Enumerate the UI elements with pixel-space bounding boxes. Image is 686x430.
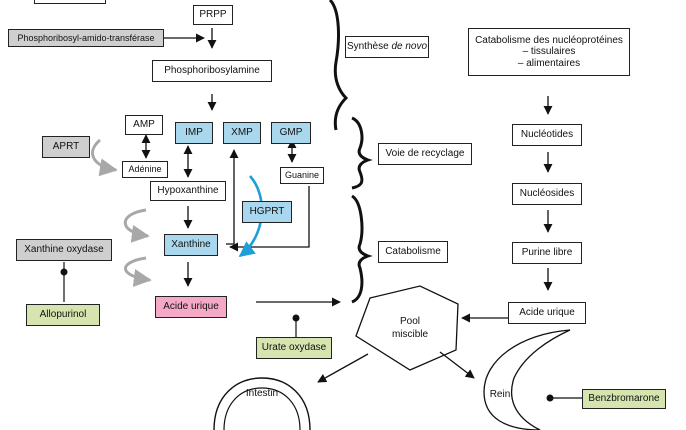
pool-hexagon [355,285,459,371]
pool-label-line2: miscible [391,328,429,340]
intestin-inner [223,387,301,430]
acide-urique-left-node: Acide urique [155,296,227,318]
guanine-node: Guanine [280,167,324,184]
catabolisme-np-line2: – tissulaires [522,46,576,58]
gmp-node: GMP [271,122,311,144]
phosphoribosylamine-node: Phosphoribosylamine [152,60,272,82]
hypoxanthine-node: Hypoxanthine [150,181,226,201]
imp-node: IMP [175,122,213,144]
allopurinol-inhibitor: Allopurinol [26,304,100,326]
section-voie-de-recyclage: Voie de recyclage [378,143,472,165]
nucleosides-node: Nucléosides [512,183,582,205]
cropped-top-box [34,0,106,4]
section-synthese-de-novo: Synthèse de novo [345,36,429,58]
xanthine-oxydase-enzyme: Xanthine oxydase [16,239,112,261]
prpp-node: PRPP [193,5,233,25]
benzbromarone-inhibitor: Benzbromarone [582,389,666,409]
aprt-action-arrow [91,138,118,177]
arrow-pool-to-intestin [317,353,369,383]
adenine-node: Adénine [122,161,168,178]
xmp-node: XMP [223,122,261,144]
intestin-label: Intestin [245,388,279,399]
brace-synthese [328,0,349,131]
benzbromarone-dot [546,394,554,402]
hgprt-enzyme: HGPRT [242,201,292,223]
urate-oxydase-dot [292,314,300,322]
catabolisme-np-line1: Catabolisme des nucléoprotéines [475,34,623,46]
nucleotides-node: Nucléotides [512,124,582,146]
amidotransferase-enzyme: Phosphoribosyl-amido-transférase [8,29,164,47]
arrow-pool-to-rein [439,351,475,379]
purine-libre-node: Purine libre [512,242,582,264]
arrow-xanthine-to-xmp [226,149,239,245]
de-novo-label: de novo [391,41,428,53]
rein-label: Rein [489,389,511,400]
synthese-label: Synthèse [346,41,392,53]
xanthine-oxydase-arrow-2 [124,256,152,287]
catabolisme-np-line3: – alimentaires [517,57,581,69]
xanthine-oxydase-arrow-1 [123,208,150,243]
arrow-guanine-to-xanthine [229,186,310,252]
intestin-shape [213,377,311,430]
brace-catabolisme [350,194,373,304]
pool-label-line1: Pool [399,316,420,327]
urate-oxydase-enzyme: Urate oxydase [256,337,332,359]
catabolisme-nucleoproteines-node: Catabolisme des nucléoprotéines – tissul… [468,28,630,76]
acide-urique-right-node: Acide urique [508,302,586,324]
pool-label: Pool miscible [380,316,440,341]
section-catabolisme: Catabolisme [378,241,448,263]
amp-node: AMP [125,115,163,135]
kidney-shape [483,329,571,430]
brace-recyclage [351,116,373,190]
aprt-enzyme: APRT [42,136,90,158]
allopurinol-dot [60,268,68,276]
xanthine-node: Xanthine [164,234,218,256]
